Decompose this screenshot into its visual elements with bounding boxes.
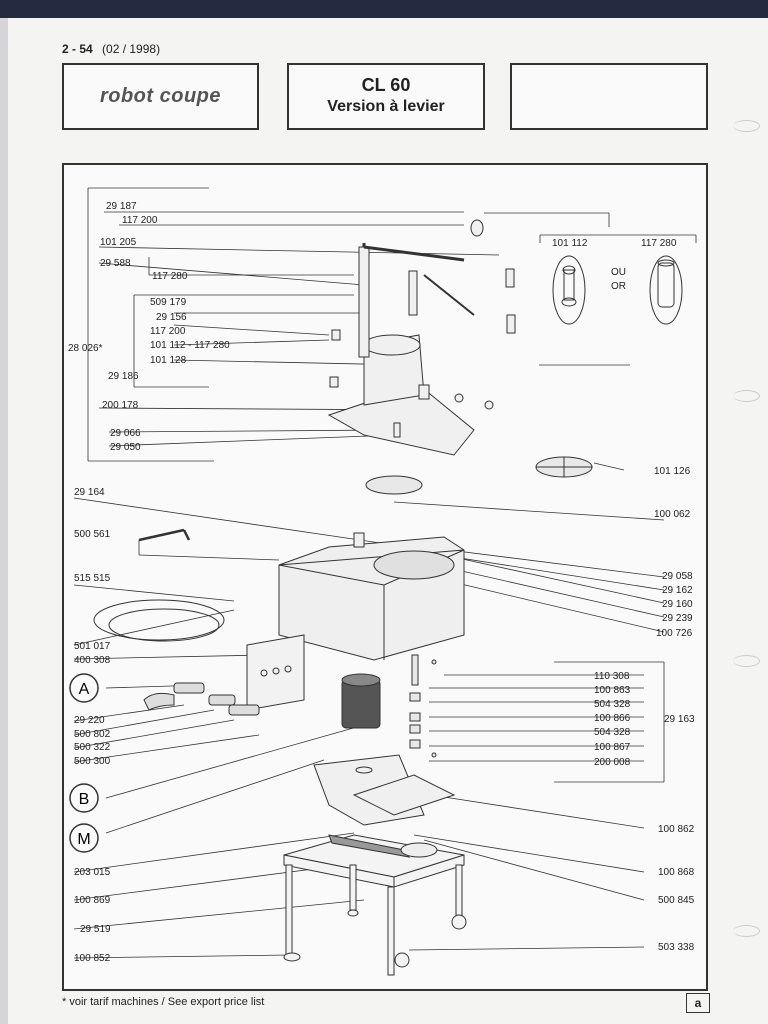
part-label: 101 112	[552, 238, 588, 249]
stand-table	[283, 834, 467, 976]
circle-markers: A B M	[69, 673, 99, 853]
part-label: 29 186	[108, 371, 139, 382]
part-label: 29 220	[74, 715, 105, 726]
title-box: CL 60 Version à levier	[287, 63, 485, 130]
blank-box	[510, 63, 708, 130]
base-plate	[313, 754, 456, 826]
part-label: 100 062	[654, 509, 691, 520]
electrical-components	[143, 682, 260, 716]
part-label: 100 866	[594, 713, 631, 724]
circle-label-b: B	[79, 791, 90, 808]
part-label: 29 160	[662, 599, 693, 610]
part-label: 101 112 - 117 280	[150, 340, 230, 351]
model-title: CL 60	[361, 75, 411, 95]
part-label: 200 008	[594, 757, 631, 768]
alternative-parts-detail	[552, 255, 683, 325]
part-label: 503 338	[658, 942, 695, 953]
part-label: 501 017	[74, 641, 111, 652]
part-label: 100 863	[594, 685, 631, 696]
part-label: 100 869	[74, 895, 111, 906]
alt-word-or: OR	[611, 281, 626, 292]
part-label: 117 200	[150, 326, 186, 337]
binder-hole-mark	[733, 390, 760, 402]
binder-hole-mark	[733, 655, 760, 667]
logo-box: robot coupe	[62, 63, 259, 130]
part-label: 29 050	[110, 442, 141, 453]
footer-note: * voir tarif machines / See export price…	[62, 996, 265, 1008]
part-label: 509 179	[150, 297, 187, 308]
part-label: 500 845	[658, 895, 695, 906]
cable	[93, 528, 225, 642]
leader-lines	[73, 187, 697, 959]
part-label: 100 726	[656, 628, 693, 639]
circle-marker-b	[69, 783, 99, 813]
part-label: 29 058	[662, 571, 693, 582]
part-label: 29 156	[156, 312, 187, 323]
page-number: 2 - 54	[62, 42, 93, 56]
part-label: 29 163	[664, 714, 695, 725]
circle-label-a: A	[79, 681, 90, 698]
part-label: 117 280	[641, 238, 677, 249]
page-letter: a	[686, 993, 710, 1013]
part-label: 500 802	[74, 729, 111, 740]
part-label: 400 308	[74, 655, 111, 666]
circle-marker-a	[69, 673, 99, 703]
scan-left-edge	[0, 18, 8, 1024]
part-label: 515 515	[74, 573, 111, 584]
cutting-discs	[365, 456, 593, 495]
part-label: 100 867	[594, 742, 631, 753]
alt-word-ou: OU	[611, 267, 626, 278]
scraper-bar	[328, 834, 438, 858]
part-label: 101 126	[654, 466, 691, 477]
page-date: (02 / 1998)	[102, 42, 161, 56]
part-number-labels: 29 187 117 200 101 205 29 588 117 280 50…	[68, 201, 695, 964]
part-label: 504 328	[594, 727, 631, 738]
part-label: 29 162	[662, 585, 693, 596]
parts-drawing: A B M 29 187 117 200 101 205 29 588 117 …	[68, 187, 697, 976]
model-subtitle: Version à levier	[327, 98, 445, 115]
part-label: 29 239	[662, 613, 693, 624]
part-label: 100 868	[658, 867, 695, 878]
part-label: 100 852	[74, 953, 111, 964]
part-label: 29 588	[100, 258, 131, 269]
part-label: 28 026*	[68, 343, 103, 354]
circle-label-m: M	[77, 831, 90, 848]
part-label: 500 300	[74, 756, 111, 767]
motor	[341, 673, 381, 729]
part-label: 500 561	[74, 529, 111, 540]
cutter-head-assembly	[327, 219, 516, 456]
scan-top-border	[0, 0, 768, 18]
part-label: 29 164	[74, 487, 105, 498]
part-label: 500 322	[74, 742, 111, 753]
part-label: 504 328	[594, 699, 631, 710]
spindle-parts	[409, 654, 437, 758]
part-label: 29 187	[106, 201, 137, 212]
part-label: 117 200	[122, 215, 158, 226]
motor-housing	[278, 532, 465, 661]
part-label: 29 519	[80, 924, 111, 935]
part-label: 100 862	[658, 824, 695, 835]
part-label: 200 178	[102, 400, 139, 411]
part-label: 29 066	[110, 428, 141, 439]
binder-hole-mark	[733, 925, 760, 937]
circle-marker-m	[69, 823, 99, 853]
page-reference: 2 - 54 (02 / 1998)	[62, 42, 160, 56]
part-label: 101 128	[150, 355, 187, 366]
control-panel-plate	[246, 634, 305, 711]
part-label: 203 015	[74, 867, 111, 878]
robot-coupe-logo: robot coupe	[99, 85, 222, 107]
part-label: 101 205	[100, 237, 137, 248]
part-label: 117 280	[152, 271, 188, 282]
exploded-parts-diagram: A B M 29 187 117 200 101 205 29 588 117 …	[62, 163, 708, 991]
part-label: 110 308	[594, 671, 630, 682]
binder-hole-mark	[733, 120, 760, 132]
